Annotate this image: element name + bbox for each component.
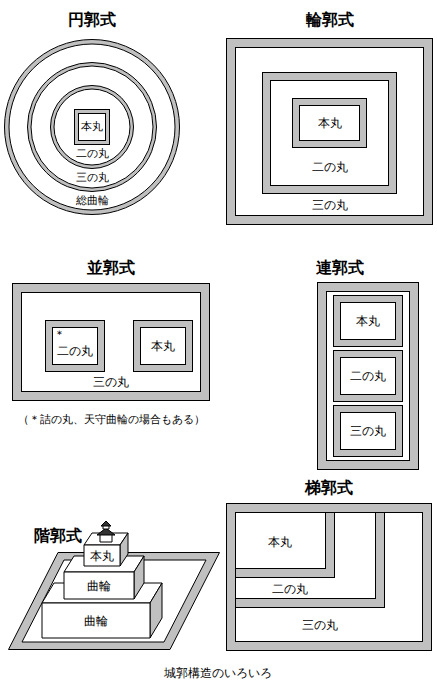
enclosure-ground: [9, 44, 175, 210]
enclosure-label: 二の丸: [312, 160, 348, 174]
enclosure-label: 二の丸: [57, 344, 93, 358]
ground-parallelogram: 階郭式曲輪曲輪本丸: [8, 552, 220, 650]
terrace-face: [64, 572, 134, 599]
middle-ring: 三の丸二の丸本丸: [27, 62, 157, 192]
type-heading: 連郭式: [316, 258, 364, 277]
outer-enclosure: 輪郭式三の丸二の丸本丸: [226, 38, 433, 225]
terrace-face: [42, 603, 150, 638]
l-enclosure: 二の丸 本丸: [236, 513, 385, 608]
enclosure-label: 本丸: [268, 535, 292, 549]
inner-ring: 二の丸本丸: [50, 85, 134, 169]
keep-box: 本丸: [292, 98, 367, 148]
terrace-face: [120, 533, 128, 566]
enclosure-ground: [54, 89, 130, 165]
type-heading: 階郭式: [34, 526, 82, 545]
enclosure-label: 本丸: [318, 116, 342, 130]
wall-band: [5, 40, 180, 215]
enclosure-label: 二の丸: [76, 147, 109, 160]
keep-tier: 本丸: [84, 518, 128, 566]
enclosure-label: 曲輪: [87, 579, 111, 593]
wall-band: [51, 86, 134, 169]
enclosure-box: 二の丸: [333, 350, 403, 402]
enclosure-label: 三の丸: [93, 375, 129, 389]
terrace-face: [84, 545, 120, 566]
keep-box: 本丸: [236, 513, 335, 578]
keep-box: 本丸: [333, 295, 403, 347]
enclosure-label: 総曲輪: [76, 194, 109, 207]
outer-enclosure: 梯郭式三の丸二の丸本丸: [226, 503, 432, 651]
wall-band: [28, 63, 157, 192]
terrace-face: [150, 583, 162, 638]
enclosure-label: 二の丸: [350, 369, 386, 383]
outer-ring: 円郭式総曲輪三の丸二の丸本丸: [4, 39, 180, 215]
keep-box: 本丸: [133, 320, 193, 372]
enclosure-label: 三の丸: [312, 198, 348, 212]
enclosure-label: 三の丸: [350, 424, 386, 438]
footnote: （＊詰の丸、天守曲輪の場合もある）: [18, 413, 205, 426]
asterisk-mark: ＊: [54, 328, 65, 341]
enclosure-label: 本丸: [81, 120, 103, 133]
type-heading: 輪郭式: [306, 10, 354, 29]
enclosure-label: 本丸: [151, 339, 175, 353]
enclosure-label: 本丸: [356, 314, 380, 328]
enclosure-label: 三の丸: [76, 171, 109, 184]
type-heading: 円郭式: [68, 10, 116, 29]
figure-caption: 城郭構造のいろいろ: [164, 666, 272, 680]
enclosure-label: 三の丸: [302, 618, 338, 632]
enclosure-box: 三の丸: [333, 405, 403, 457]
enclosure-ground: [22, 560, 206, 642]
middle-enclosure: 二の丸本丸: [262, 72, 397, 194]
type-heading: 並郭式: [87, 258, 135, 277]
terrace-tier: 曲輪曲輪本丸: [42, 583, 162, 638]
outer-enclosure: 並郭式三の丸＊二の丸本丸: [12, 283, 210, 401]
outer-enclosure: 連郭式本丸二の丸三の丸: [317, 282, 419, 470]
terrace-face: [134, 556, 144, 599]
enclosure-label: 二の丸: [272, 582, 308, 596]
side-enclosure: ＊ 二の丸: [45, 320, 105, 372]
terrace-tier: 曲輪本丸: [64, 556, 144, 599]
keep-icon: [101, 521, 111, 526]
enclosure-label: 曲輪: [84, 614, 108, 628]
enclosure-ground: [31, 66, 153, 188]
keep-box: 本丸: [74, 109, 110, 145]
wall-band: [9, 553, 220, 650]
enclosure-label: 本丸: [90, 549, 114, 563]
type-heading: 梯郭式: [305, 478, 353, 497]
